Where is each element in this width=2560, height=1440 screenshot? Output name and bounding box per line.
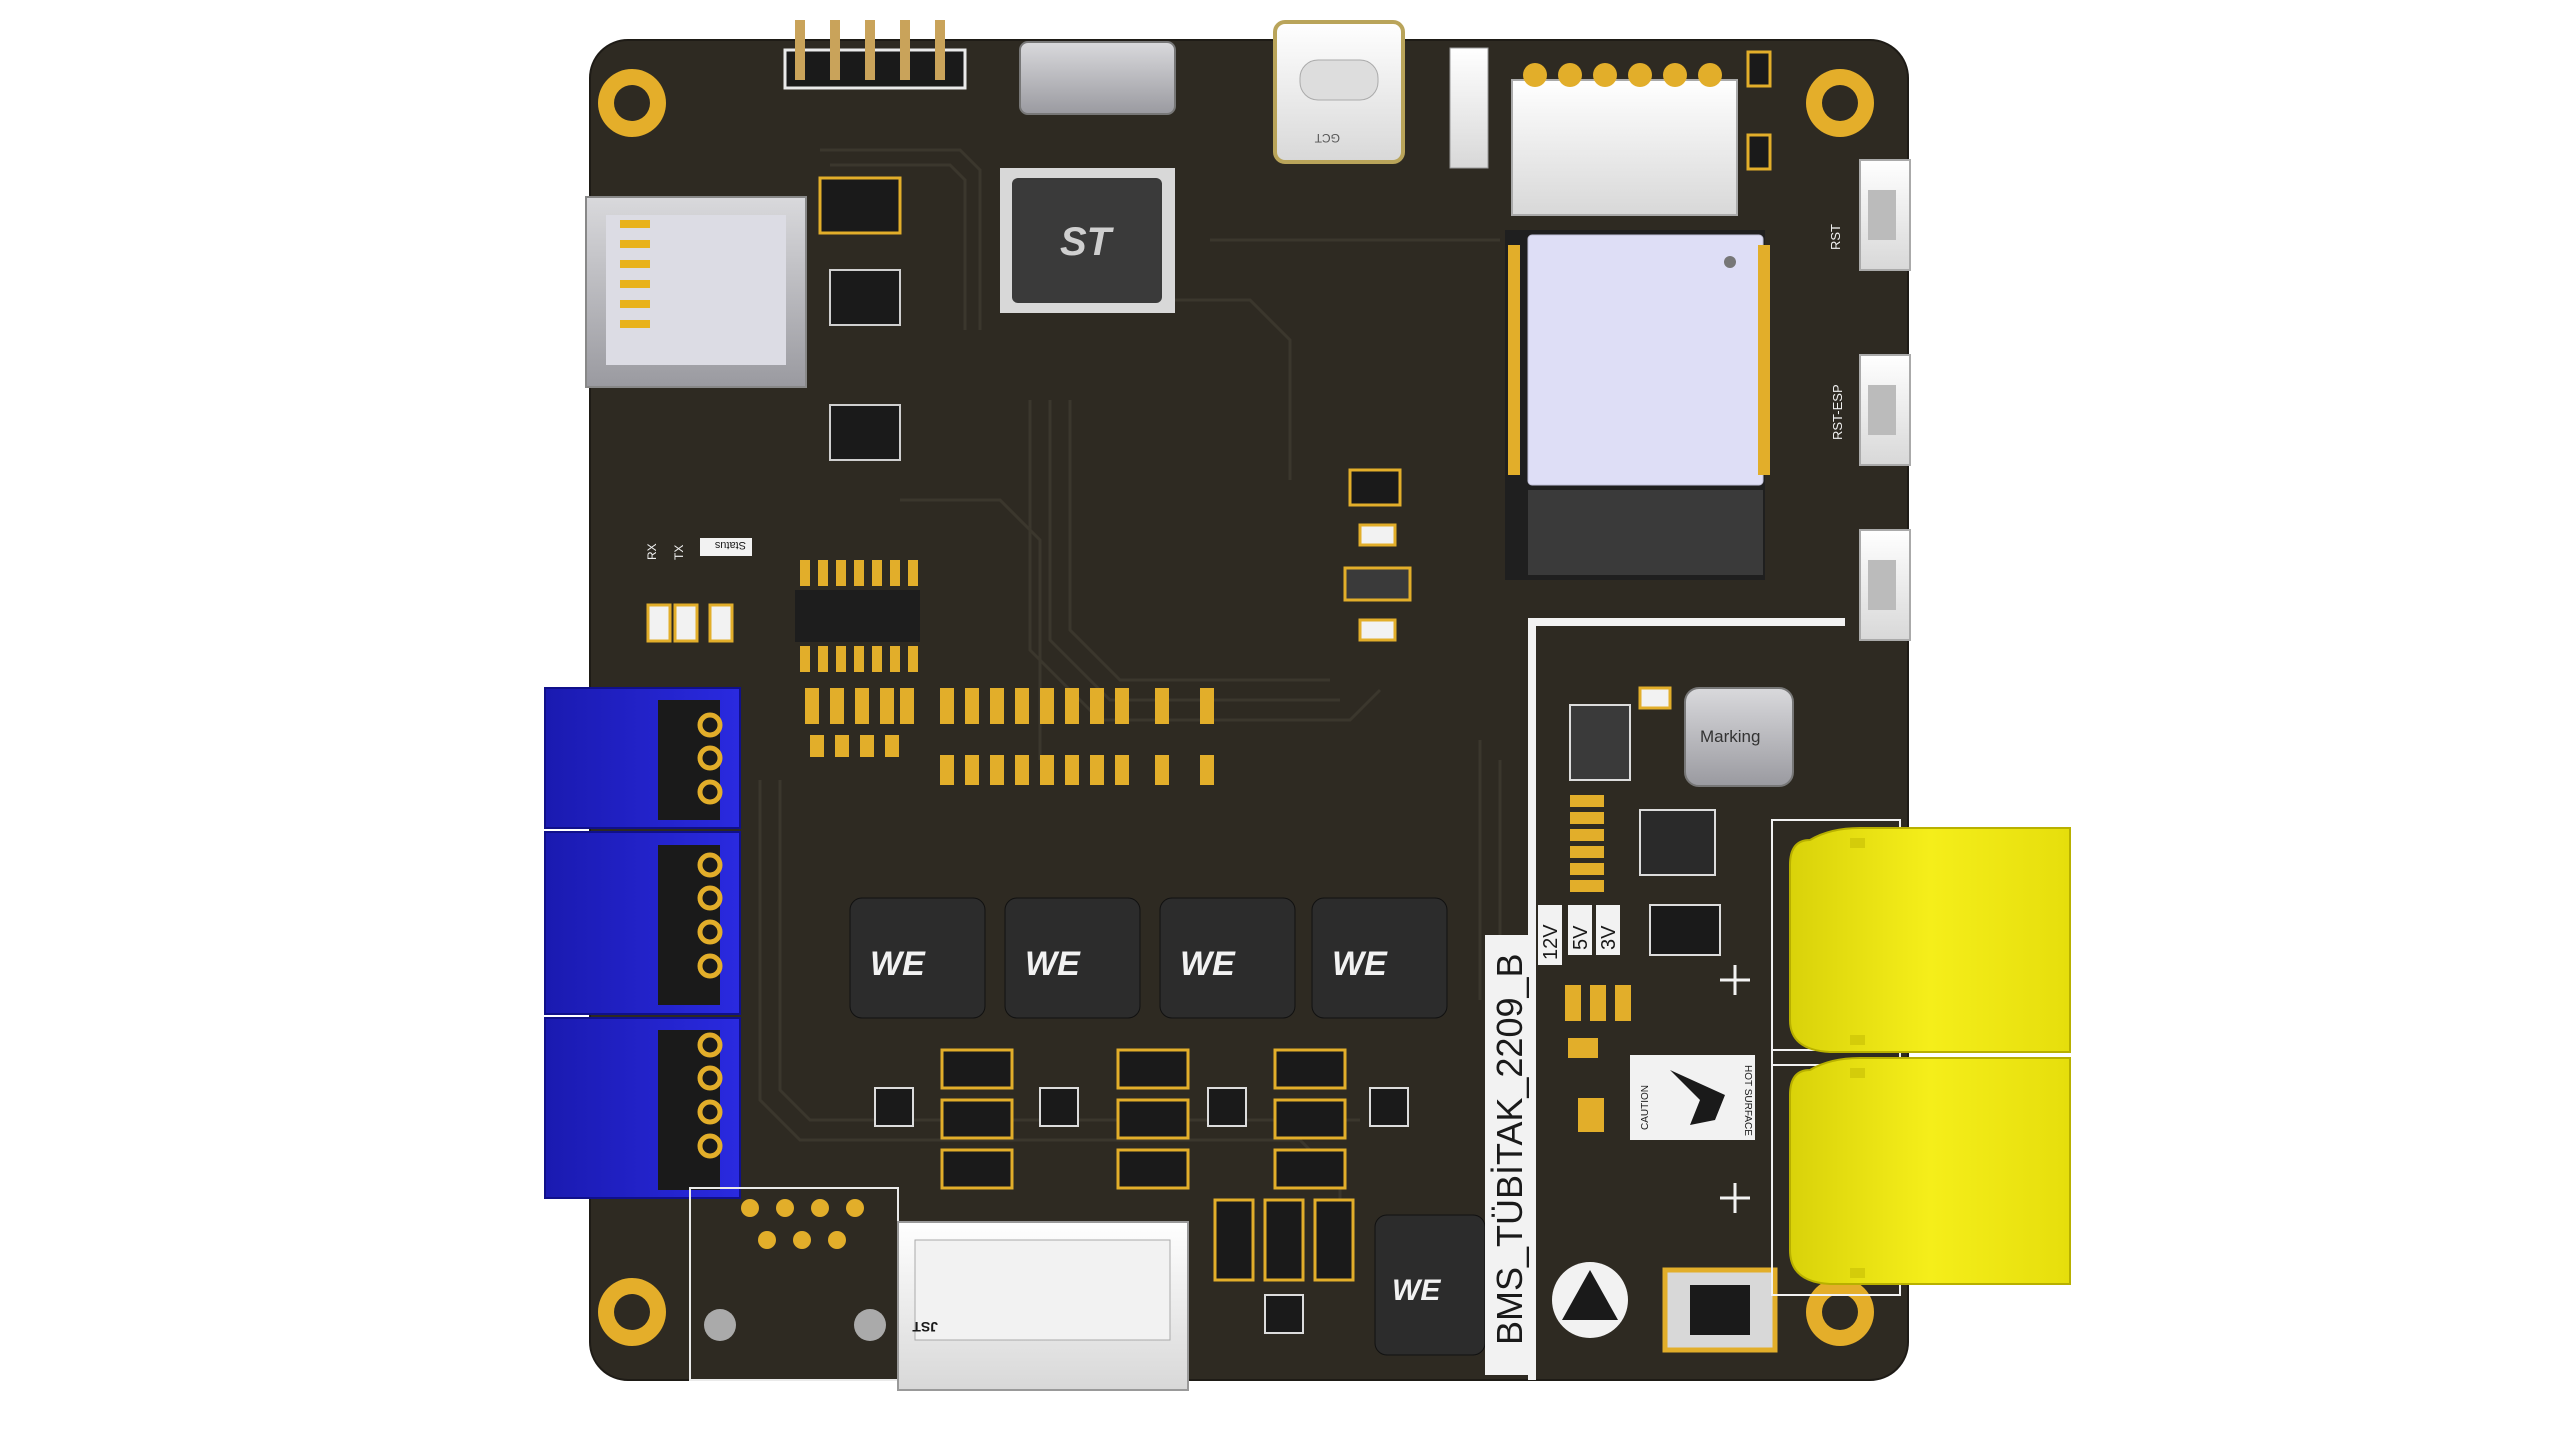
smd-component <box>1358 523 1397 547</box>
yellow-terminal-block <box>1789 1057 2071 1285</box>
mounting-holes <box>598 69 1874 1346</box>
board-title-group: BMS_TÜBİTAK_2209_B <box>1485 935 1533 1375</box>
diode <box>1343 566 1412 602</box>
sd-card-slot <box>585 196 807 388</box>
hot-surface-icon <box>1670 1070 1725 1125</box>
blue-terminal-connectors <box>544 687 741 1199</box>
we-inductor: WE <box>849 897 986 1019</box>
rst-button[interactable]: RST <box>1828 159 1911 271</box>
tx-label: TX <box>672 545 686 560</box>
status-label: Status <box>714 539 746 551</box>
usb-c-connector: GCT <box>1273 20 1405 164</box>
label-3v: 3V <box>1598 925 1620 950</box>
voltage-regulator <box>1569 704 1631 781</box>
esd-warning-icon <box>1552 1262 1628 1338</box>
ic-chip <box>829 269 901 326</box>
ic-chip <box>1348 468 1402 507</box>
board-title: BMS_TÜBİTAK_2209_B <box>1489 953 1530 1345</box>
we-logo-icon: WE <box>870 945 926 983</box>
smd-component <box>1746 133 1772 171</box>
passive-components <box>805 688 1214 785</box>
hot-surface-label: HOT SURFACE <box>1742 1065 1753 1136</box>
connector-footprint <box>689 1187 899 1381</box>
soic-chip <box>1639 809 1716 876</box>
label-12v: 12V <box>1540 924 1562 960</box>
we-logo-icon: WE <box>1025 945 1081 983</box>
st-logo-icon: ST <box>1060 220 1115 264</box>
yellow-terminal-blocks <box>1720 819 2071 1296</box>
rst-label: RST <box>1828 224 1843 250</box>
marking-label: Marking <box>1700 727 1760 746</box>
voltage-labels: 12V 5V 3V <box>1538 905 1620 965</box>
we-inductor: WE <box>1004 897 1141 1019</box>
we-inductor: WE <box>1159 897 1296 1019</box>
usb-label: GCT <box>1314 131 1340 145</box>
caution-label: CAUTION <box>1640 1085 1651 1130</box>
mosfet <box>1649 904 1721 956</box>
we-logo-icon: WE <box>1392 1274 1441 1307</box>
jst-connector-bottom: JST <box>897 1221 1189 1391</box>
yellow-terminal-block <box>1789 827 2071 1053</box>
hot-surface-warning: CAUTION HOT SURFACE <box>1630 1055 1755 1140</box>
smd-component <box>1358 618 1397 642</box>
ic-chip <box>829 404 901 461</box>
rx-label: RX <box>645 543 659 560</box>
marking-inductor: Marking <box>1684 687 1794 787</box>
soic-chip <box>795 560 920 672</box>
jst-connector-small <box>1449 47 1489 169</box>
stm32-mcu: ST <box>1000 168 1175 313</box>
push-button[interactable] <box>1859 529 1911 641</box>
rst-esp-label: RST-ESP <box>1830 384 1845 440</box>
rst-esp-button[interactable]: RST-ESP <box>1830 354 1911 466</box>
esp32-module <box>1505 230 1770 580</box>
we-inductors: WE WE WE WE WE <box>849 897 1486 1356</box>
passive-components-power <box>1565 795 1631 1132</box>
we-inductor: WE <box>1374 1214 1486 1356</box>
jumper-header <box>818 176 902 235</box>
label-5v: 5V <box>1570 925 1592 950</box>
power-inductor <box>1662 1267 1778 1353</box>
we-logo-icon: WE <box>1180 945 1236 983</box>
crystal-oscillator <box>1019 41 1176 115</box>
pin-header-top <box>783 20 967 90</box>
smd-component <box>1638 686 1672 710</box>
we-logo-icon: WE <box>1332 945 1388 983</box>
jst-label: JST <box>912 1319 938 1335</box>
we-inductor: WE <box>1311 897 1448 1019</box>
jst-connector-6pin <box>1511 63 1738 216</box>
mosfet-array <box>874 1048 1409 1334</box>
smd-component <box>1746 50 1772 88</box>
status-leds: RX TX Status <box>645 538 752 643</box>
